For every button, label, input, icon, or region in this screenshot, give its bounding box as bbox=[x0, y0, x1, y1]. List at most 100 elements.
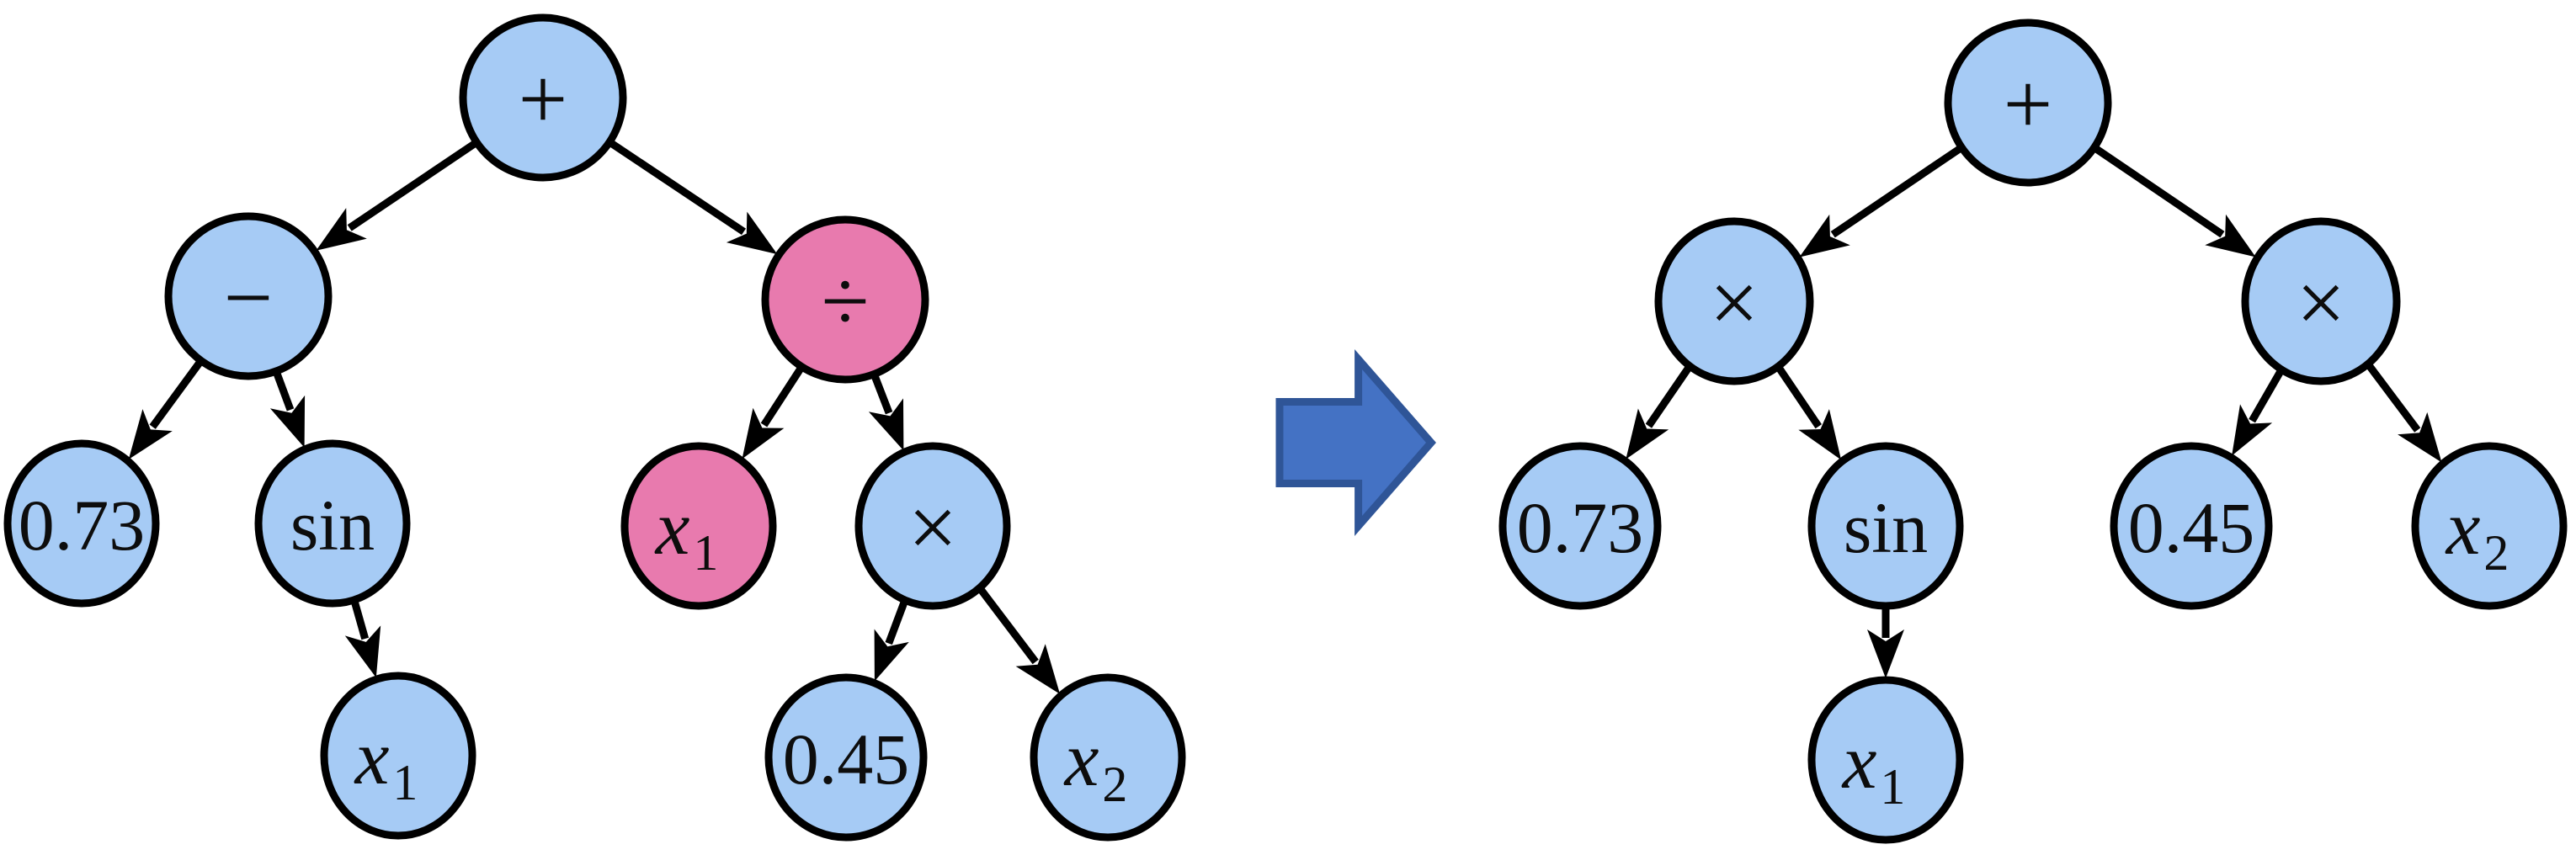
node-circle[interactable] bbox=[764, 673, 928, 842]
tree-edge bbox=[316, 140, 478, 251]
edge-arrowhead-icon bbox=[1798, 409, 1842, 460]
tree-node-l2[interactable]: ÷ bbox=[761, 215, 929, 384]
edge-arrowhead-icon bbox=[2232, 404, 2273, 456]
edge-line bbox=[149, 359, 204, 429]
node-label: × bbox=[908, 480, 958, 576]
node-label: × bbox=[2297, 255, 2346, 352]
edge-arrowhead-icon bbox=[2205, 214, 2256, 258]
edge-line bbox=[1645, 365, 1692, 428]
tree-edge bbox=[1799, 145, 1963, 258]
node-circle[interactable] bbox=[1030, 673, 1186, 842]
node-circle[interactable] bbox=[320, 672, 476, 840]
node-circle[interactable] bbox=[761, 215, 929, 384]
node-circle[interactable] bbox=[1654, 217, 1814, 385]
edge-arrowhead-icon bbox=[269, 395, 306, 448]
tree-edge bbox=[874, 600, 909, 682]
node-circle[interactable] bbox=[1944, 19, 2112, 187]
node-circle[interactable] bbox=[1498, 442, 1662, 610]
transform-arrow-layer bbox=[1275, 349, 1436, 536]
node-label: x2 bbox=[2445, 485, 2509, 581]
edge-line bbox=[1775, 365, 1823, 429]
edge-line bbox=[347, 140, 478, 231]
node-circle[interactable] bbox=[854, 442, 1011, 610]
edge-line bbox=[977, 587, 1039, 665]
tree-node-r0[interactable]: + bbox=[1944, 19, 2112, 187]
node-label: × bbox=[1710, 255, 1759, 352]
node-label: 0.73 bbox=[19, 485, 146, 566]
node-label: 0.73 bbox=[1517, 487, 1644, 568]
node-circle[interactable] bbox=[3, 439, 160, 608]
tree-edge bbox=[1775, 365, 1842, 460]
tree-edge bbox=[128, 359, 204, 459]
tree-edge bbox=[1626, 365, 1692, 459]
tree-edge bbox=[2232, 369, 2285, 456]
edge-arrowhead-icon bbox=[2398, 412, 2442, 463]
edge-line bbox=[2366, 363, 2421, 433]
node-label: + bbox=[2004, 56, 2053, 153]
tree-node-l3[interactable]: 0.73 bbox=[3, 439, 160, 608]
edge-arrowhead-icon bbox=[1867, 629, 1904, 678]
node-label: sin bbox=[290, 485, 375, 566]
tree-node-r7[interactable]: x1 bbox=[1807, 676, 1964, 844]
tree-edge bbox=[2366, 363, 2442, 463]
edge-arrowhead-icon bbox=[742, 407, 785, 459]
node-label: + bbox=[519, 51, 568, 148]
tree-edge bbox=[977, 587, 1061, 694]
tree-node-r2[interactable]: × bbox=[2241, 217, 2401, 385]
node-circle[interactable] bbox=[620, 442, 777, 610]
tree-edge bbox=[742, 365, 805, 459]
edge-line bbox=[870, 374, 893, 415]
node-circle[interactable] bbox=[254, 439, 411, 608]
tree-node-l9[interactable]: x2 bbox=[1030, 673, 1186, 842]
tree-node-l4[interactable]: sin bbox=[254, 439, 411, 608]
node-circle[interactable] bbox=[1807, 676, 1964, 844]
tree-edge bbox=[868, 374, 904, 451]
edge-arrowhead-icon bbox=[344, 625, 381, 678]
edge-arrowhead-icon bbox=[1799, 214, 1850, 258]
node-circle[interactable] bbox=[459, 13, 627, 182]
node-label: 0.45 bbox=[783, 719, 910, 799]
tree-node-r5[interactable]: 0.45 bbox=[2110, 442, 2273, 610]
node-circle[interactable] bbox=[2411, 442, 2568, 610]
node-label: 0.45 bbox=[2128, 487, 2255, 568]
tree-node-r4[interactable]: sin bbox=[1807, 442, 1964, 610]
edge-arrowhead-icon bbox=[1626, 408, 1669, 459]
nodes-layer: + − ÷ 0.73 sin x1 × x1 0.45 x2 + × × 0.73 sin 0.45 x2 x1 bbox=[3, 13, 2568, 844]
tree-node-l7[interactable]: x1 bbox=[320, 672, 476, 840]
node-label: sin bbox=[1844, 487, 1928, 568]
node-label: x1 bbox=[1841, 719, 1906, 815]
node-label: x2 bbox=[1063, 716, 1128, 812]
tree-node-l1[interactable]: − bbox=[164, 212, 333, 380]
right-block-arrow-icon bbox=[1275, 349, 1436, 536]
tree-node-r1[interactable]: × bbox=[1654, 217, 1814, 385]
tree-edge bbox=[1867, 608, 1904, 678]
edges-layer bbox=[128, 140, 2442, 694]
tree-edge bbox=[609, 140, 778, 255]
tree-node-l5[interactable]: x1 bbox=[620, 442, 777, 610]
node-circle[interactable] bbox=[2241, 217, 2401, 385]
edge-line bbox=[885, 600, 908, 645]
edge-line bbox=[2249, 369, 2285, 423]
tree-node-r6[interactable]: x2 bbox=[2411, 442, 2568, 610]
tree-node-l0[interactable]: + bbox=[459, 13, 627, 182]
edge-line bbox=[2093, 145, 2225, 238]
edge-arrowhead-icon bbox=[128, 409, 173, 459]
edge-line bbox=[350, 600, 370, 640]
edge-arrowhead-icon bbox=[874, 629, 909, 682]
node-label: x1 bbox=[354, 714, 418, 810]
edge-line bbox=[760, 365, 805, 428]
edge-line bbox=[273, 371, 295, 412]
edge-arrowhead-icon bbox=[868, 398, 904, 451]
node-label: ÷ bbox=[821, 253, 869, 350]
edge-arrowhead-icon bbox=[726, 211, 778, 255]
edge-arrowhead-icon bbox=[316, 208, 367, 251]
node-circle[interactable] bbox=[1807, 442, 1964, 610]
edge-line bbox=[1830, 145, 1963, 238]
tree-node-r3[interactable]: 0.73 bbox=[1498, 442, 1662, 610]
node-circle[interactable] bbox=[2110, 442, 2273, 610]
node-circle[interactable] bbox=[164, 212, 333, 380]
tree-node-l6[interactable]: × bbox=[854, 442, 1011, 610]
tree-node-l8[interactable]: 0.45 bbox=[764, 673, 928, 842]
